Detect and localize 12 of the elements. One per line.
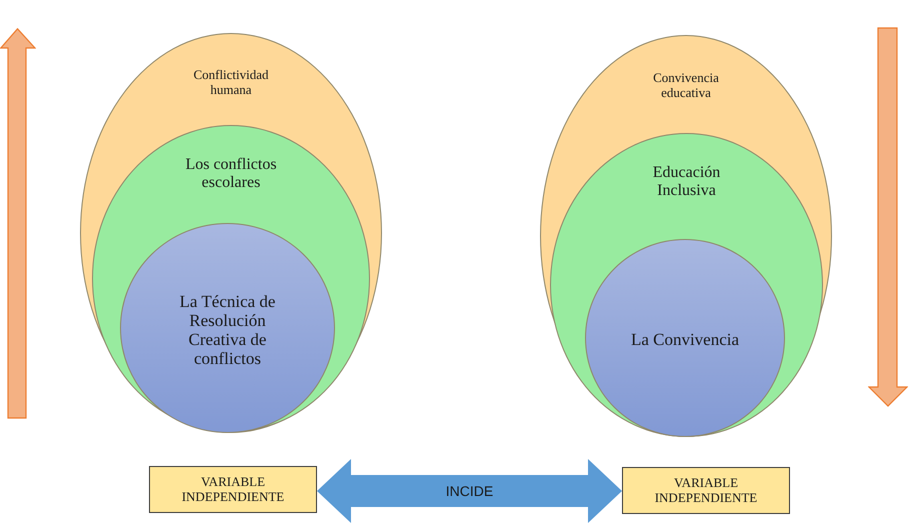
ellipse-label: Educación Inclusiva	[652, 164, 722, 200]
ellipse-label: Conflictividad humana	[192, 68, 270, 98]
box-text: VARIABLE INDEPENDIENTE	[180, 474, 286, 504]
ellipse-label: Convivencia educativa	[652, 71, 720, 100]
edge-label: INCIDE	[446, 483, 494, 499]
variable-box	[622, 467, 790, 514]
variable-box	[149, 466, 317, 513]
ellipse-label: Los conflictos escolares	[184, 156, 278, 192]
double-arrow	[317, 459, 622, 523]
circle-label: La Convivencia	[630, 330, 740, 350]
circle-label: La Técnica de Resolución Creativa de conflictos	[178, 292, 276, 368]
box-text: VARIABLE INDEPENDIENTE	[654, 476, 758, 506]
